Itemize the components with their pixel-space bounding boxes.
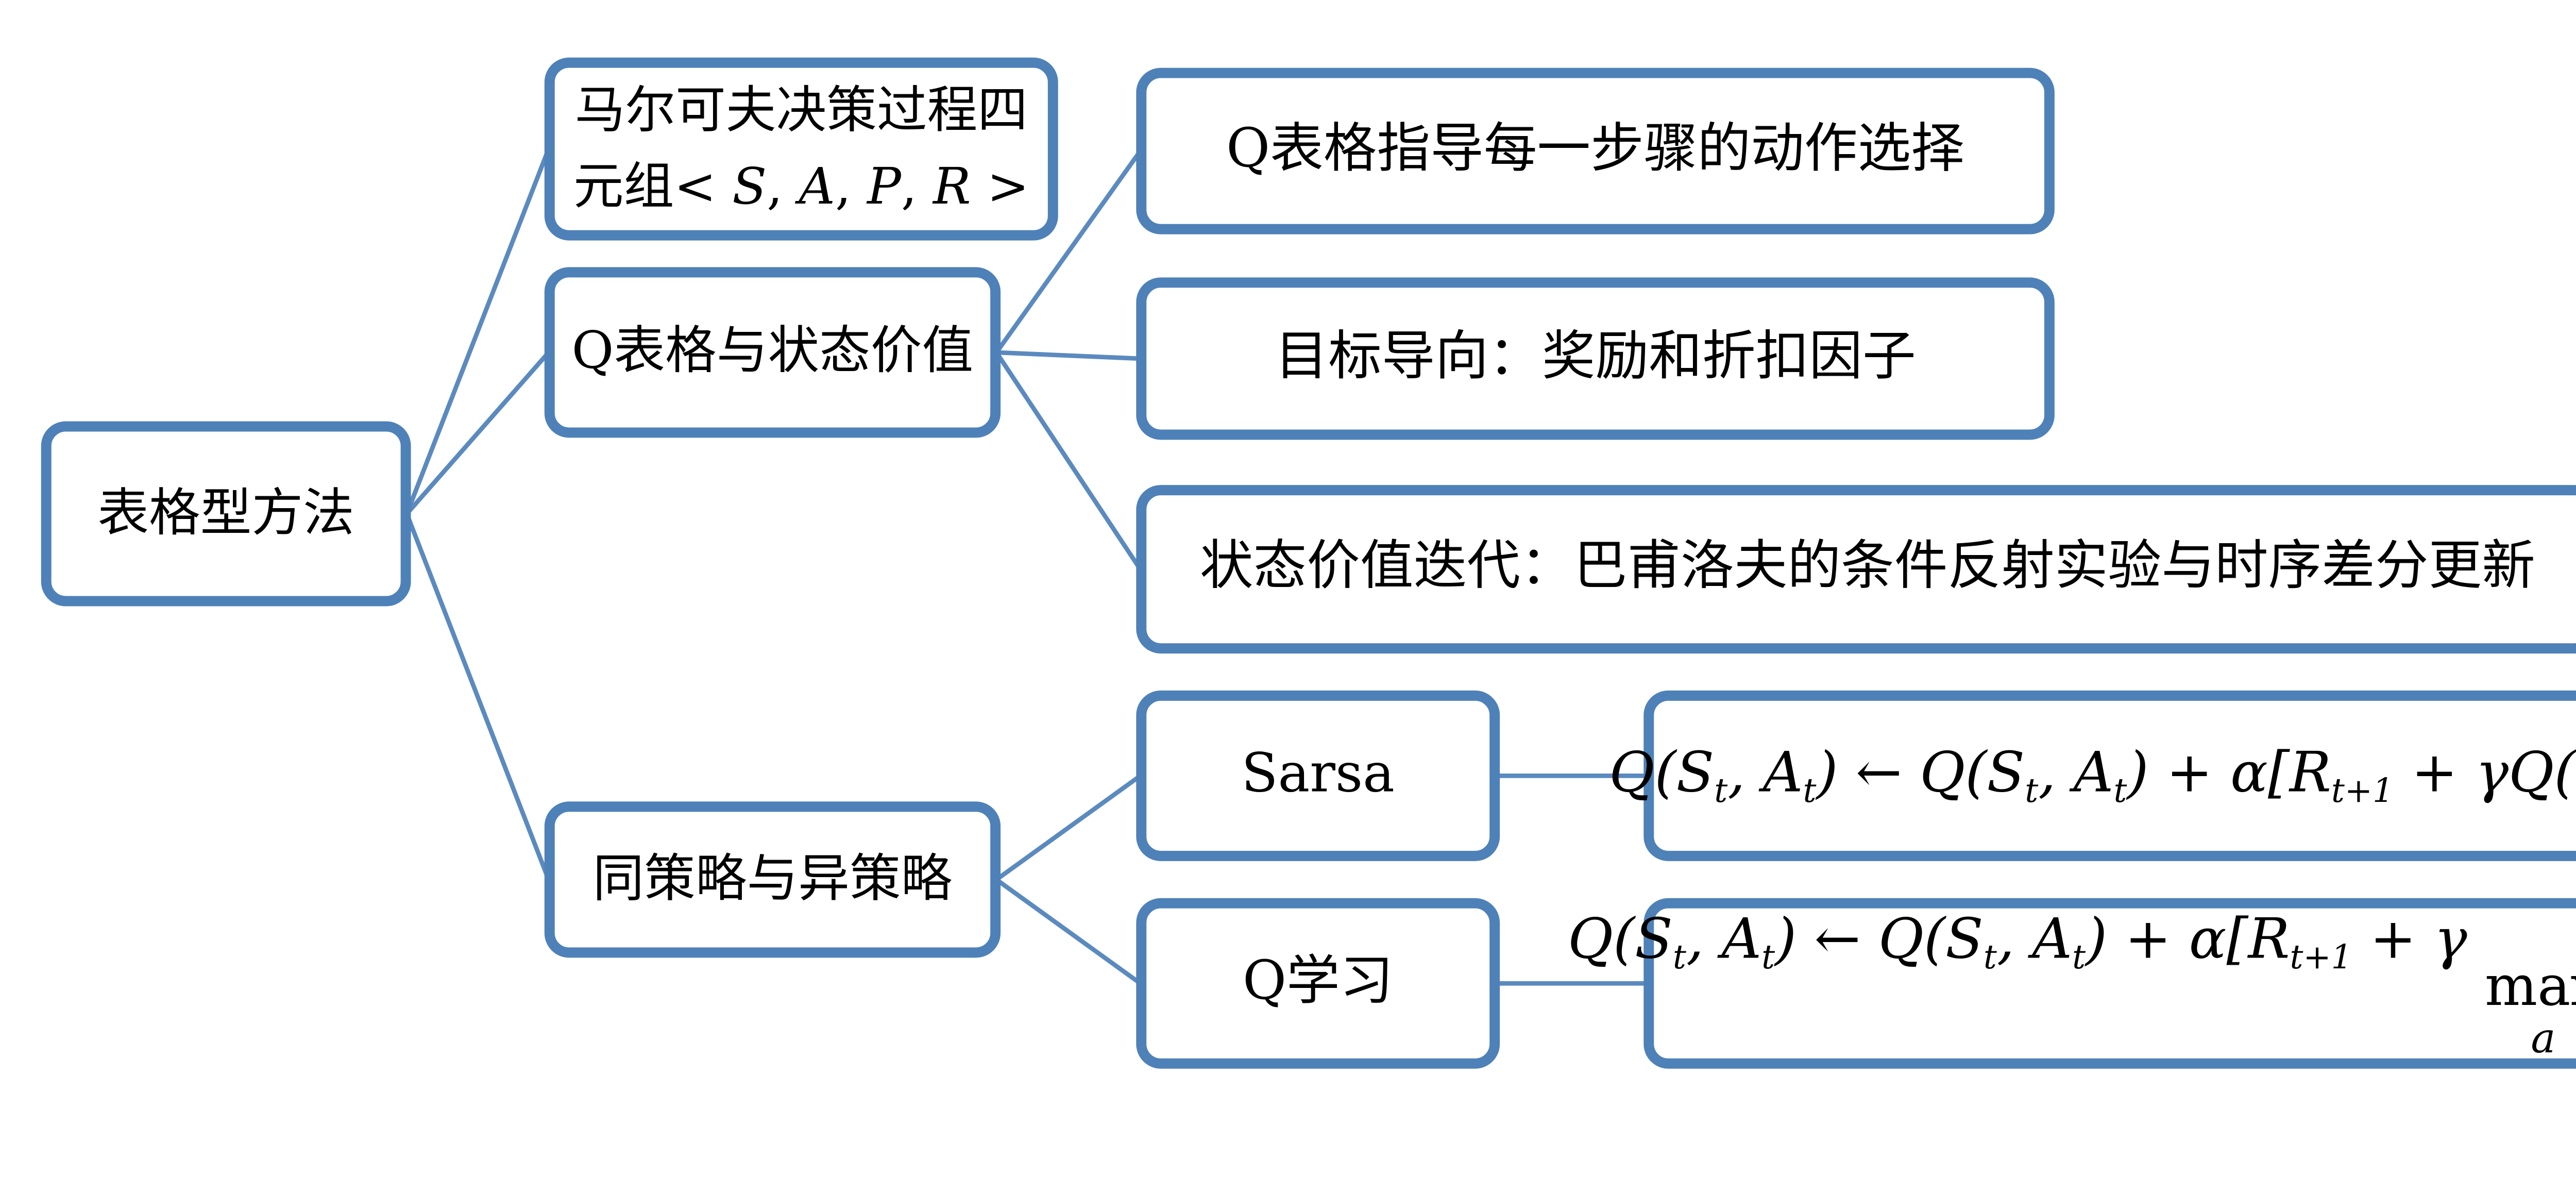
on-off-policy-node: 同策略与异策略 xyxy=(544,801,1001,958)
connector-root-qtable xyxy=(404,350,551,516)
mdp-tuple-label: 马尔可夫决策过程四元组< S, A, P, R > xyxy=(573,79,1029,215)
qlearning-node: Q学习 xyxy=(1136,898,1500,1069)
connector-qtable-leaf2 xyxy=(994,350,1143,361)
connector-qtable-leaf3 xyxy=(994,350,1143,572)
connector-root-policy xyxy=(404,511,551,882)
sarsa-formula-node: Q(St, At) ← Q(St, At) + α[Rt+1 + γQ(St+1… xyxy=(1609,690,2576,861)
leaf-value-iteration-label: 状态价值迭代：巴甫洛夫的条件反射实验与时序差分更新 xyxy=(1199,536,2536,599)
leaf-goal-oriented-node: 目标导向：奖励和折扣因子 xyxy=(1136,277,2055,440)
qlearning-formula: Q(St, At) ← Q(St, At) + α[Rt+1 + γ maxa … xyxy=(1567,908,2576,1063)
leaf-goal-oriented-label: 目标导向：奖励和折扣因子 xyxy=(1275,326,1916,388)
connector-qtable-leaf1 xyxy=(994,148,1143,355)
connector-policy-sarsa xyxy=(994,774,1143,882)
leaf-action-selection-node: Q表格指导每一步骤的动作选择 xyxy=(1136,68,2055,234)
sarsa-label: Sarsa xyxy=(1241,743,1395,805)
sarsa-formula: Q(St, At) ← Q(St, At) + α[Rt+1 + γQ(St+1… xyxy=(1609,741,2576,810)
on-off-policy-label: 同策略与异策略 xyxy=(592,848,953,909)
qtable-state-value-label: Q表格与状态价值 xyxy=(571,321,974,381)
sarsa-node: Sarsa xyxy=(1136,690,1500,861)
connector-root-mdp xyxy=(404,146,551,516)
qlearning-formula-node: Q(St, At) ← Q(St, At) + α[Rt+1 + γ maxa … xyxy=(1568,898,2576,1069)
root-node-label: 表格型方法 xyxy=(97,482,354,543)
connector-policy-qlearn xyxy=(994,877,1143,986)
leaf-value-iteration-node: 状态价值迭代：巴甫洛夫的条件反射实验与时序差分更新 xyxy=(1136,485,2576,654)
mdp-tuple-node: 马尔可夫决策过程四元组< S, A, P, R > xyxy=(544,57,1058,241)
qtable-state-value-node: Q表格与状态价值 xyxy=(544,267,1001,438)
root-node-tabular-methods: 表格型方法 xyxy=(41,421,411,607)
qlearning-label: Q学习 xyxy=(1242,951,1394,1013)
leaf-action-selection-label: Q表格指导每一步骤的动作选择 xyxy=(1226,118,1965,180)
